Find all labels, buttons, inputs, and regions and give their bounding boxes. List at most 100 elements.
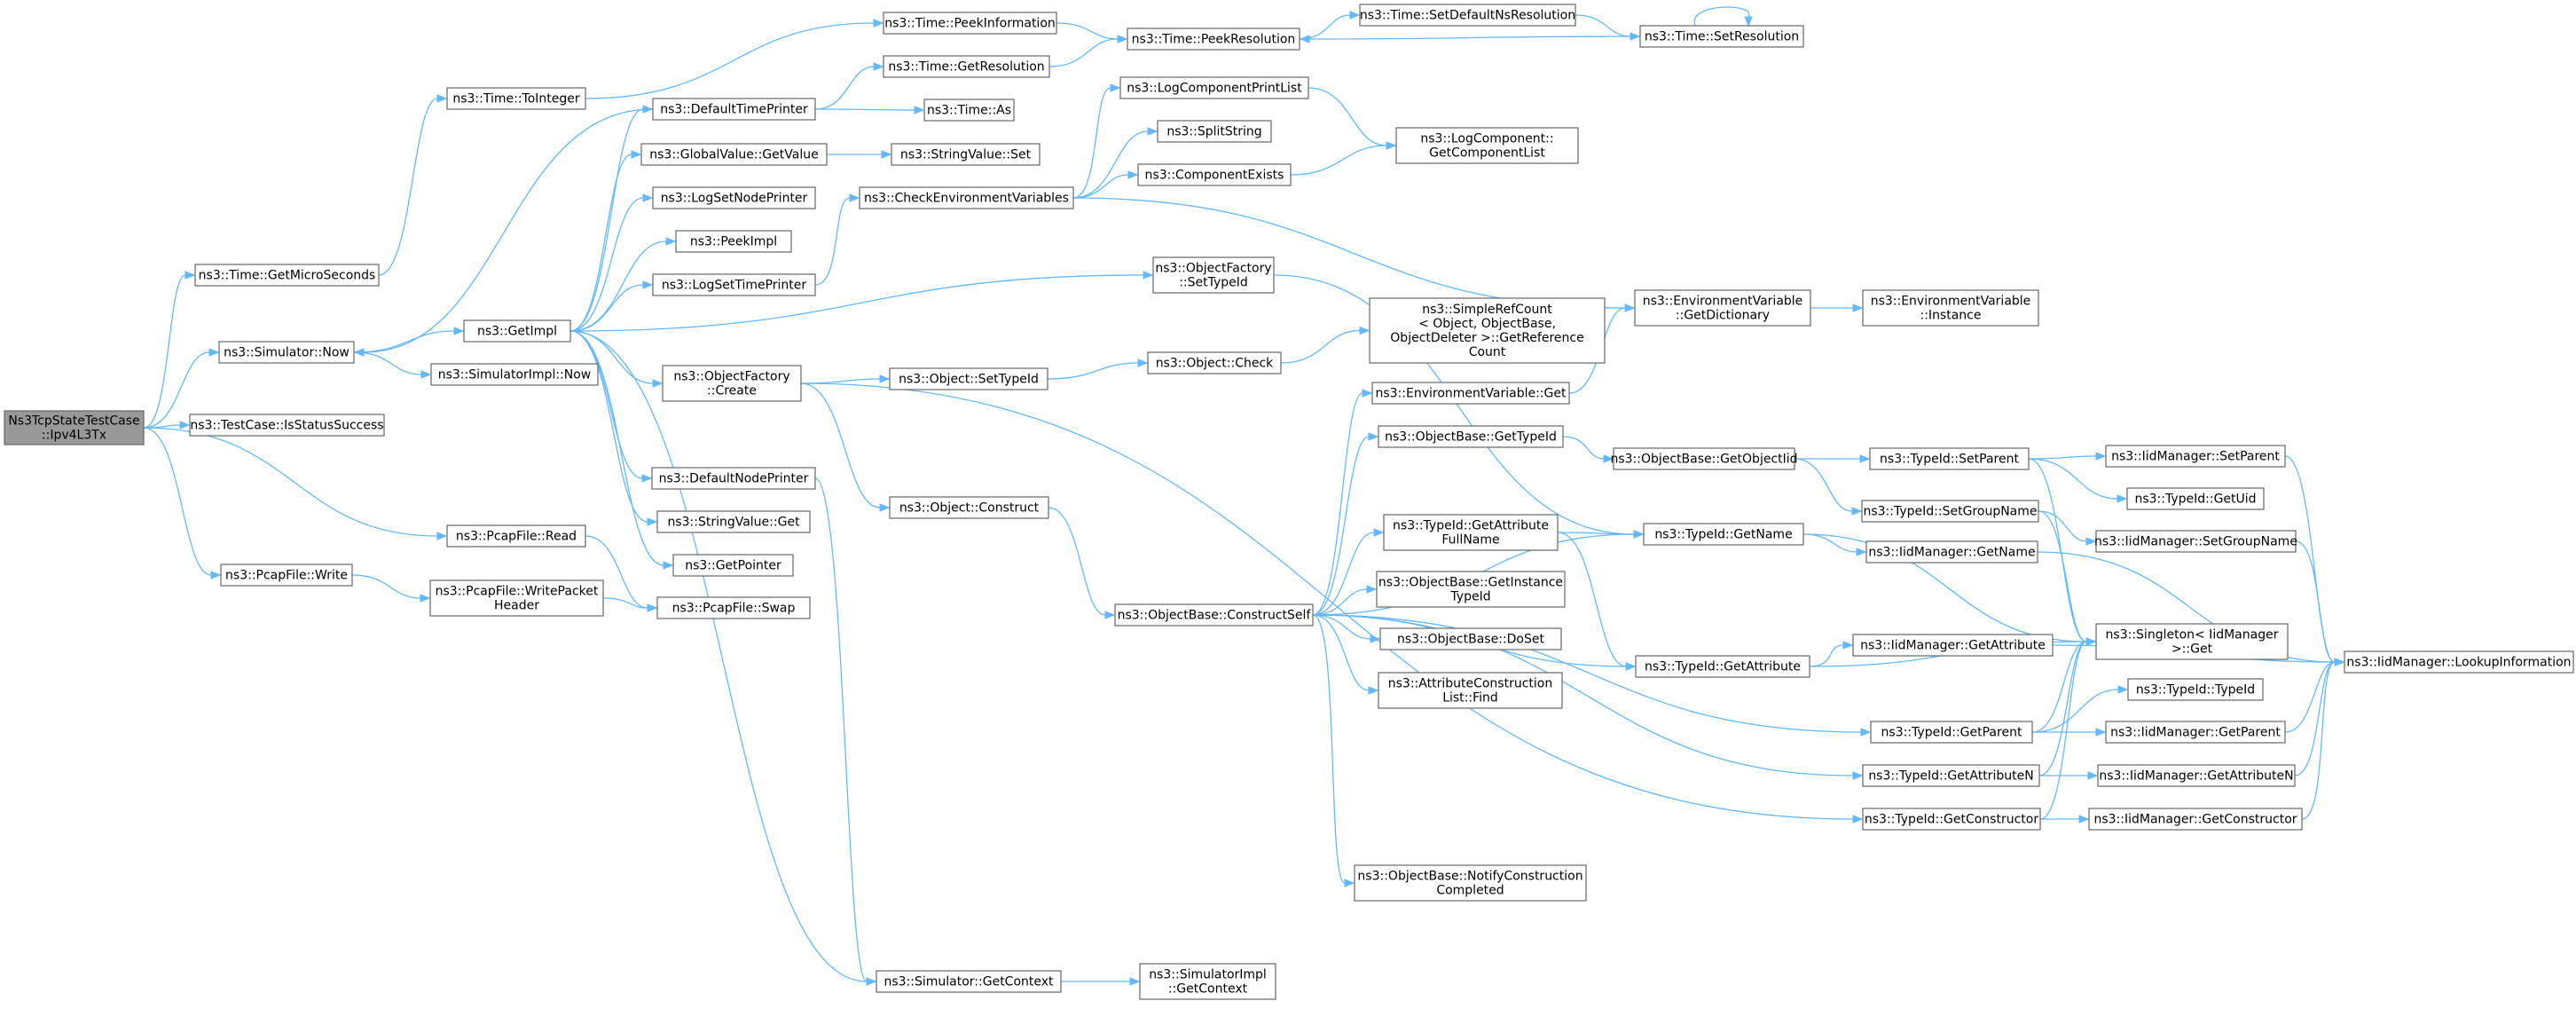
- node-pcap-swap[interactable]: ns3::PcapFile::Swap: [656, 596, 811, 619]
- edge-ob-construct-self-to-ob-do-set: [1312, 614, 1371, 640]
- node-sim-now[interactable]: ns3::Simulator::Now: [218, 341, 355, 364]
- node-tid-get-attr-n[interactable]: ns3::TypeId::GetAttributeN: [1862, 764, 2040, 787]
- edge-get-impl-to-sim-get-context: [569, 330, 868, 982]
- node-pcap-read[interactable]: ns3::PcapFile::Read: [446, 524, 586, 548]
- node-peek-impl[interactable]: ns3::PeekImpl: [675, 230, 792, 253]
- node-set-res[interactable]: ns3::Time::SetResolution: [1639, 25, 1804, 48]
- node-label: ns3::ObjectBase::GetObjectIid: [1610, 453, 1797, 467]
- node-def-node-printer[interactable]: ns3::DefaultNodePrinter: [651, 467, 816, 490]
- node-label: ns3::Time::PeekResolution: [1132, 33, 1296, 47]
- node-box: [1152, 256, 1275, 294]
- node-ob-get-object-iid[interactable]: ns3::ObjectBase::GetObjectIid: [1610, 447, 1798, 470]
- edge-arrowhead: [453, 327, 465, 335]
- node-simple-ref[interactable]: ns3::SimpleRefCount< Object, ObjectBase,…: [1369, 297, 1606, 364]
- node-tid-get-name[interactable]: ns3::TypeId::GetName: [1643, 523, 1804, 546]
- node-label: ns3::PeekImpl: [690, 235, 777, 249]
- node-sim-get-context[interactable]: ns3::Simulator::GetContext: [876, 970, 1062, 993]
- edge-arrowhead: [1373, 528, 1385, 537]
- edge-ob-construct-self-to-env-get: [1312, 392, 1363, 616]
- node-iid-get-parent[interactable]: ns3::IidManager::GetParent: [2105, 721, 2286, 744]
- node-tid-get-parent[interactable]: ns3::TypeId::GetParent: [1870, 721, 2033, 744]
- node-of-set-type-id[interactable]: ns3::ObjectFactory::SetTypeId: [1152, 256, 1275, 294]
- node-sim-impl-get-context[interactable]: ns3::SimulatorImpl::GetContext: [1139, 963, 1276, 1000]
- edge-peek-res-to-set-def-res: [1299, 14, 1351, 40]
- node-log-comp-get-list[interactable]: ns3::LogComponent::GetComponentList: [1395, 127, 1579, 164]
- node-iid-set-group-name[interactable]: ns3::IidManager::SetGroupName: [2094, 530, 2297, 553]
- node-set-def-res[interactable]: ns3::Time::SetDefaultNsResolution: [1359, 4, 1576, 27]
- node-label: ns3::IidManager::GetAttributeN: [2099, 769, 2293, 784]
- node-label: ::Create: [707, 384, 757, 398]
- edge-ob-construct-self-to-tid-get-attr-full: [1312, 532, 1375, 616]
- node-tid-get-constructor[interactable]: ns3::TypeId::GetConstructor: [1862, 808, 2041, 831]
- node-env-instance[interactable]: ns3::EnvironmentVariable::Instance: [1862, 289, 2039, 327]
- node-iid-set-parent[interactable]: ns3::IidManager::SetParent: [2105, 445, 2286, 468]
- node-box: [2105, 721, 2286, 744]
- node-comp-exists[interactable]: ns3::ComponentExists: [1137, 163, 1292, 186]
- node-env-get-dict[interactable]: ns3::EnvironmentVariable::GetDictionary: [1634, 289, 1811, 327]
- node-ob-get-type-id[interactable]: ns3::ObjectBase::GetTypeId: [1378, 425, 1564, 448]
- edge-pcap-write-hdr-to-pcap-swap: [602, 597, 648, 609]
- edge-def-time-printer-to-time-as: [814, 108, 915, 111]
- node-label: ns3::ComponentExists: [1145, 169, 1284, 183]
- node-sv-get[interactable]: ns3::StringValue::Get: [656, 510, 811, 533]
- node-tid-type-id[interactable]: ns3::TypeId::TypeId: [2127, 678, 2264, 701]
- edge-arrowhead: [849, 193, 860, 202]
- node-get-micro[interactable]: ns3::Time::GetMicroSeconds: [194, 264, 380, 287]
- node-obj-set-type-id[interactable]: ns3::Object::SetTypeId: [889, 367, 1048, 390]
- node-obj-construct[interactable]: ns3::Object::Construct: [889, 496, 1049, 519]
- edge-get-impl-to-peek-impl: [569, 240, 667, 332]
- node-box: [2344, 650, 2574, 674]
- node-ob-construct-self[interactable]: ns3::ObjectBase::ConstructSelf: [1114, 603, 1314, 627]
- node-check-env[interactable]: ns3::CheckEnvironmentVariables: [859, 186, 1074, 209]
- node-pcap-write[interactable]: ns3::PcapFile::Write: [220, 564, 353, 587]
- node-split-string[interactable]: ns3::SplitString: [1157, 120, 1272, 143]
- node-get-impl[interactable]: ns3::GetImpl: [463, 319, 571, 343]
- node-iid-get-constructor[interactable]: ns3::IidManager::GetConstructor: [2088, 808, 2303, 831]
- edge-arrowhead: [1386, 141, 1397, 150]
- node-label: ns3::TypeId::SetGroupName: [1863, 505, 2037, 519]
- node-obj-check[interactable]: ns3::Object::Check: [1147, 351, 1282, 374]
- node-env-get[interactable]: ns3::EnvironmentVariable::Get: [1371, 382, 1570, 405]
- node-tid-get-attribute[interactable]: ns3::TypeId::GetAttribute: [1635, 655, 1810, 678]
- edge-arrowhead: [631, 150, 642, 159]
- node-log-comp-print[interactable]: ns3::LogComponentPrintList: [1119, 76, 1309, 99]
- node-singleton-get[interactable]: ns3::Singleton< IidManager>::Get: [2095, 623, 2289, 660]
- edge-log-comp-print-to-log-comp-get-list: [1308, 87, 1387, 146]
- edge-arrowhead: [353, 348, 365, 357]
- edge-arrowhead: [1624, 303, 1636, 312]
- node-iid-get-name[interactable]: ns3::IidManager::GetName: [1865, 540, 2038, 564]
- edge-tid-get-attribute-to-iid-get-attribute: [1809, 644, 1844, 667]
- node-tid-set-parent[interactable]: ns3::TypeId::SetParent: [1869, 447, 2030, 470]
- node-ob-do-set[interactable]: ns3::ObjectBase::DoSet: [1379, 627, 1562, 650]
- node-tid-get-uid[interactable]: ns3::TypeId::GetUid: [2126, 487, 2265, 510]
- node-get-pointer[interactable]: ns3::GetPointer: [672, 554, 794, 577]
- node-label: ns3::IidManager::GetName: [1868, 546, 2035, 560]
- node-label: >::Get: [2172, 642, 2213, 657]
- node-ob-notify-constr[interactable]: ns3::ObjectBase::NotifyConstructionCompl…: [1354, 864, 1587, 902]
- node-iid-get-attr-n[interactable]: ns3::IidManager::GetAttributeN: [2097, 764, 2296, 787]
- edge-tid-get-attr-full-to-tid-get-name: [1557, 532, 1635, 535]
- node-to-integer[interactable]: ns3::Time::ToInteger: [446, 87, 586, 110]
- node-peek-info[interactable]: ns3::Time::PeekInformation: [883, 12, 1057, 35]
- node-def-time-printer[interactable]: ns3::DefaultTimePrinter: [652, 98, 816, 121]
- node-peek-res[interactable]: ns3::Time::PeekResolution: [1127, 28, 1300, 51]
- node-log-set-time-printer[interactable]: ns3::LogSetTimePrinter: [652, 273, 816, 296]
- edge-arrowhead: [420, 594, 431, 603]
- node-iid-lookup[interactable]: ns3::IidManager::LookupInformation: [2344, 650, 2574, 674]
- node-get-res[interactable]: ns3::Time::GetResolution: [883, 55, 1050, 78]
- node-sim-impl-now[interactable]: ns3::SimulatorImpl::Now: [430, 363, 599, 386]
- node-log-set-node-printer[interactable]: ns3::LogSetNodePrinter: [652, 186, 816, 209]
- node-test-case[interactable]: ns3::TestCase::IsStatusSuccess: [189, 414, 385, 437]
- node-sv-set[interactable]: ns3::StringValue::Set: [891, 143, 1041, 166]
- node-of-create[interactable]: ns3::ObjectFactory::Create: [662, 365, 802, 402]
- node-tid-set-group-name[interactable]: ns3::TypeId::SetGroupName: [1861, 500, 2039, 523]
- edge-def-time-printer-to-sim-now: [363, 108, 654, 353]
- node-iid-get-attribute[interactable]: ns3::IidManager::GetAttribute: [1852, 634, 2054, 657]
- node-gv-get-value[interactable]: ns3::GlobalValue::GetValue: [640, 143, 828, 166]
- node-label: ns3::CheckEnvironmentVariables: [864, 192, 1069, 206]
- node-time-as[interactable]: ns3::Time::As: [923, 99, 1015, 122]
